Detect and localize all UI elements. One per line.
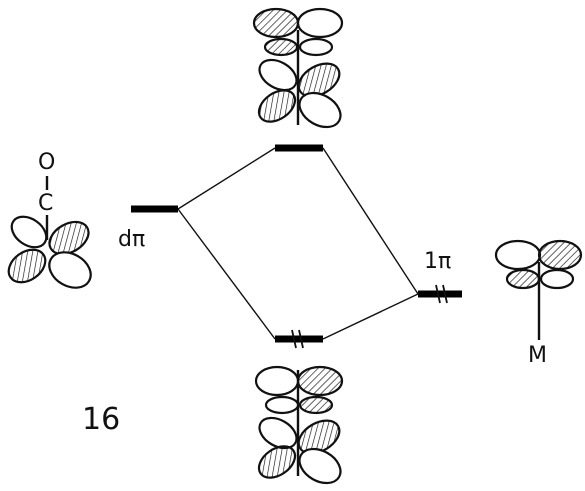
b-lobe-2: [296, 365, 344, 397]
b-lobe-4: [298, 395, 334, 415]
b-lobe-5: [258, 416, 298, 450]
label-oxygen: O: [38, 150, 55, 175]
lobe-top-right: [537, 239, 583, 271]
line-dpi-to-bonding: [177, 208, 276, 340]
electron-pair-1-pi: [435, 284, 448, 304]
label-d-pi: dπ: [118, 227, 145, 252]
co-pi-star-orbital: [7, 176, 92, 289]
energy-levels: [131, 144, 462, 349]
lobe-lower-right: [48, 251, 92, 289]
bonding-orbital: [254, 365, 344, 485]
b-lobe-8: [298, 447, 342, 485]
lobe-top-left: [494, 239, 542, 271]
label-metal: M: [528, 343, 547, 368]
b-lobe-6: [297, 419, 341, 455]
lobe-upper-left: [10, 215, 48, 249]
ab-lobe-2: [296, 7, 344, 39]
figure-number: 16: [82, 402, 120, 437]
b-lobe-1: [254, 365, 300, 397]
label-carbon: C: [38, 191, 53, 216]
label-1-pi: 1π: [424, 249, 451, 274]
ab-lobe-7: [257, 89, 297, 123]
ab-lobe-3: [263, 37, 299, 57]
line-dpi-to-antibonding: [177, 147, 276, 210]
metal-1-pi-orbital: [494, 239, 583, 340]
ab-lobe-4: [298, 37, 334, 57]
correlation-lines: [177, 147, 419, 340]
ab-lobe-5: [258, 58, 298, 92]
lobe-bottom-right: [539, 268, 575, 290]
electron-pair-bonding: [291, 329, 304, 349]
ab-lobe-6: [297, 62, 341, 98]
ab-lobe-1: [252, 7, 300, 39]
antibonding-orbital: [252, 7, 344, 129]
line-antibonding-to-1pi: [322, 147, 419, 295]
line-bonding-to-1pi: [322, 293, 419, 340]
b-lobe-7: [257, 445, 297, 479]
lobe-upper-right: [48, 220, 90, 256]
b-lobe-3: [264, 395, 300, 415]
lobe-lower-left: [7, 248, 47, 284]
ab-lobe-8: [298, 91, 342, 129]
lobe-bottom-left: [505, 268, 541, 290]
